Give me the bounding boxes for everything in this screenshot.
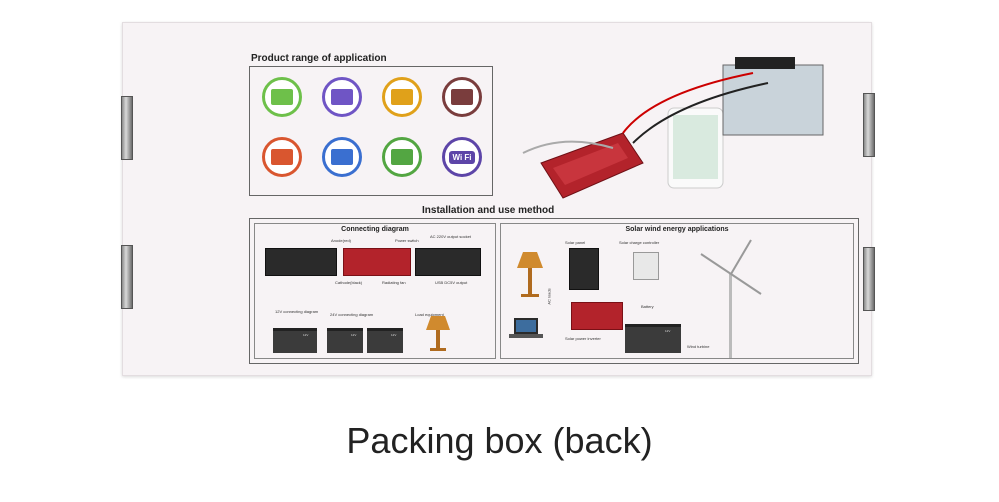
photo-icon xyxy=(262,137,302,177)
battery-label: Battery xyxy=(641,304,654,309)
battery-12v: 12V xyxy=(273,328,317,353)
wind-turbine xyxy=(700,239,762,358)
inverter-unit-3 xyxy=(415,248,481,276)
tv-icon xyxy=(262,77,302,117)
solar-battery: 12V xyxy=(625,324,681,353)
power-switch-label: Power switch xyxy=(395,238,419,243)
load-label: Load equipment xyxy=(415,312,444,317)
usb-cable xyxy=(522,140,614,154)
usb-output-label: USB DC5V output xyxy=(435,280,468,285)
router-icon xyxy=(322,137,362,177)
connecting-diagram-title: Connecting diagram xyxy=(341,226,409,233)
display-icon xyxy=(382,77,422,117)
connecting-diagram-panel: Connecting diagram Anode(red) Power swit… xyxy=(254,223,496,359)
inverter-unit-1 xyxy=(265,248,337,276)
wiring-12v-label: 12V connecting diagram xyxy=(275,309,319,314)
inverter-unit-2 xyxy=(343,248,411,276)
computer-icon xyxy=(322,77,362,117)
installation-title: Installation and use method xyxy=(422,205,555,216)
solar-inverter xyxy=(571,302,623,330)
left-top-clip xyxy=(121,96,133,160)
battery-mark: 12V xyxy=(351,333,357,337)
right-top-clip xyxy=(863,93,875,157)
ac-output-label: AC 220V output socket xyxy=(430,234,471,239)
battery-mark: 12V xyxy=(391,333,397,337)
caption: Packing box (back) xyxy=(346,420,653,461)
wiring-24v-label: 24V connecting diagram xyxy=(330,312,374,317)
left-bottom-clip xyxy=(121,245,133,309)
product-range-panel: Wi Fi xyxy=(249,66,493,196)
solar-diagram-panel: Solar wind energy applications Solar pan… xyxy=(500,223,854,359)
charge-controller-label: Solar charge controller xyxy=(619,240,660,245)
installation-panel: Connecting diagram Anode(red) Power swit… xyxy=(249,218,859,364)
inverter-label: Solar power inverter xyxy=(565,336,601,341)
solar-panel-label: Solar panel xyxy=(565,240,586,245)
battery-top xyxy=(735,57,795,69)
product-range-title: Product range of application xyxy=(251,53,387,64)
cathode-label: Cathode(black) xyxy=(335,280,363,285)
laptop xyxy=(509,318,543,338)
wifi-text: Wi Fi xyxy=(449,150,475,164)
phone-screen xyxy=(673,115,718,179)
wifi-icon: Wi Fi xyxy=(442,137,482,177)
wind-turbine-label: Wind turbine xyxy=(687,344,710,349)
battery-24v-b: 12V xyxy=(367,328,403,353)
ac-loads-label: AC loads xyxy=(546,288,552,305)
solar-lamp xyxy=(517,252,543,297)
battery-mark: 12V xyxy=(303,333,309,337)
red-cable xyxy=(622,72,754,134)
battery-mark: 12V xyxy=(665,329,671,333)
black-cable xyxy=(632,82,769,144)
battery-24v-a: 12V xyxy=(327,328,363,353)
solar-title: Solar wind energy applications xyxy=(625,226,729,233)
right-bottom-clip xyxy=(863,247,875,311)
inverter-fins xyxy=(553,143,628,185)
anode-label: Anode(red) xyxy=(331,238,352,243)
inverter-product-image xyxy=(522,57,824,199)
packing-box: Product range of application Wi Fi Insta… xyxy=(121,22,875,376)
lamp-icon xyxy=(442,77,482,117)
charge-controller xyxy=(633,252,659,280)
table-lamp xyxy=(426,316,450,351)
fan-icon xyxy=(382,137,422,177)
solar-panel xyxy=(569,248,599,290)
cooling-fan-label: Radiating fan xyxy=(382,280,406,285)
